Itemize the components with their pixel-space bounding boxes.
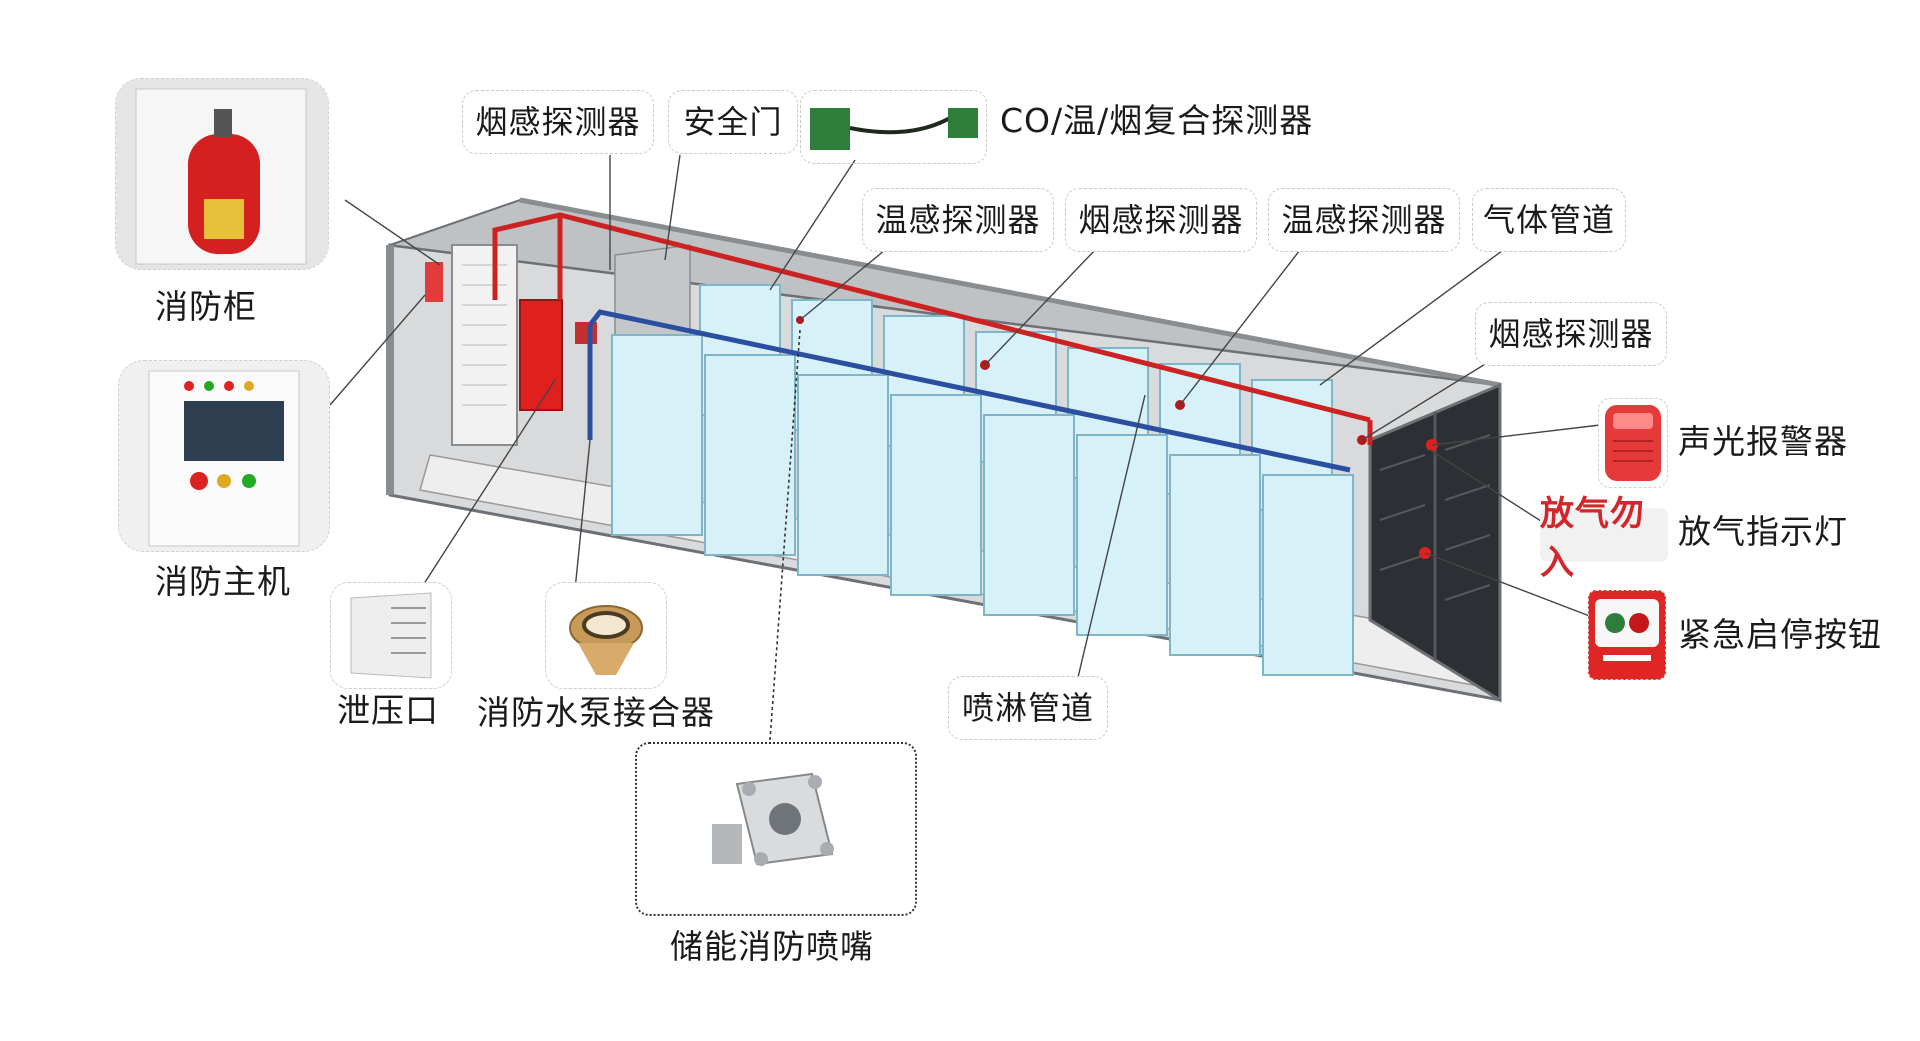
pump-connector-image bbox=[545, 582, 667, 689]
callout-co-detector-frame bbox=[800, 90, 987, 164]
release-indicator-sign: 放气勿入 bbox=[1540, 494, 1668, 583]
fire-cabinet-image bbox=[115, 78, 329, 270]
label-pump-connector: 消防水泵接合器 bbox=[477, 693, 715, 732]
pressure-relief-image bbox=[330, 582, 452, 689]
callout-temp-detector-2: 温感探测器 bbox=[1268, 188, 1460, 252]
callout-safety-door: 安全门 bbox=[668, 90, 798, 154]
emergency-button-image bbox=[1588, 590, 1666, 680]
label-release-indicator: 放气指示灯 bbox=[1678, 512, 1848, 551]
leader-lines bbox=[329, 154, 1601, 691]
callout-smoke-detector-2: 烟感探测器 bbox=[1065, 188, 1257, 252]
label-nozzle: 储能消防喷嘴 bbox=[670, 927, 874, 966]
label-pressure-relief: 泄压口 bbox=[337, 691, 439, 730]
battery-cabinets bbox=[611, 284, 1354, 676]
gas-pipe-network bbox=[492, 212, 1373, 445]
label-fire-host: 消防主机 bbox=[155, 562, 291, 601]
callout-gas-pipe: 气体管道 bbox=[1472, 188, 1626, 252]
callout-temp-detector-1: 温感探测器 bbox=[862, 188, 1054, 252]
co-detector-image bbox=[810, 108, 978, 150]
label-emergency-button: 紧急启停按钮 bbox=[1678, 615, 1882, 654]
sound-light-alarm-image bbox=[1598, 398, 1668, 488]
callout-spray-pipe: 喷淋管道 bbox=[948, 676, 1108, 740]
callout-smoke-detector-3: 烟感探测器 bbox=[1475, 302, 1667, 366]
fire-host-image bbox=[118, 360, 330, 552]
label-fire-cabinet: 消防柜 bbox=[155, 287, 257, 326]
nozzle-image bbox=[635, 742, 917, 916]
label-sound-light-alarm: 声光报警器 bbox=[1678, 422, 1848, 461]
nozzle-leader-line bbox=[769, 329, 801, 741]
callout-smoke-detector-1: 烟感探测器 bbox=[462, 90, 654, 154]
water-pipe-network bbox=[587, 309, 1351, 473]
label-co-temp-smoke-detector: CO/温/烟复合探测器 bbox=[1000, 101, 1314, 140]
